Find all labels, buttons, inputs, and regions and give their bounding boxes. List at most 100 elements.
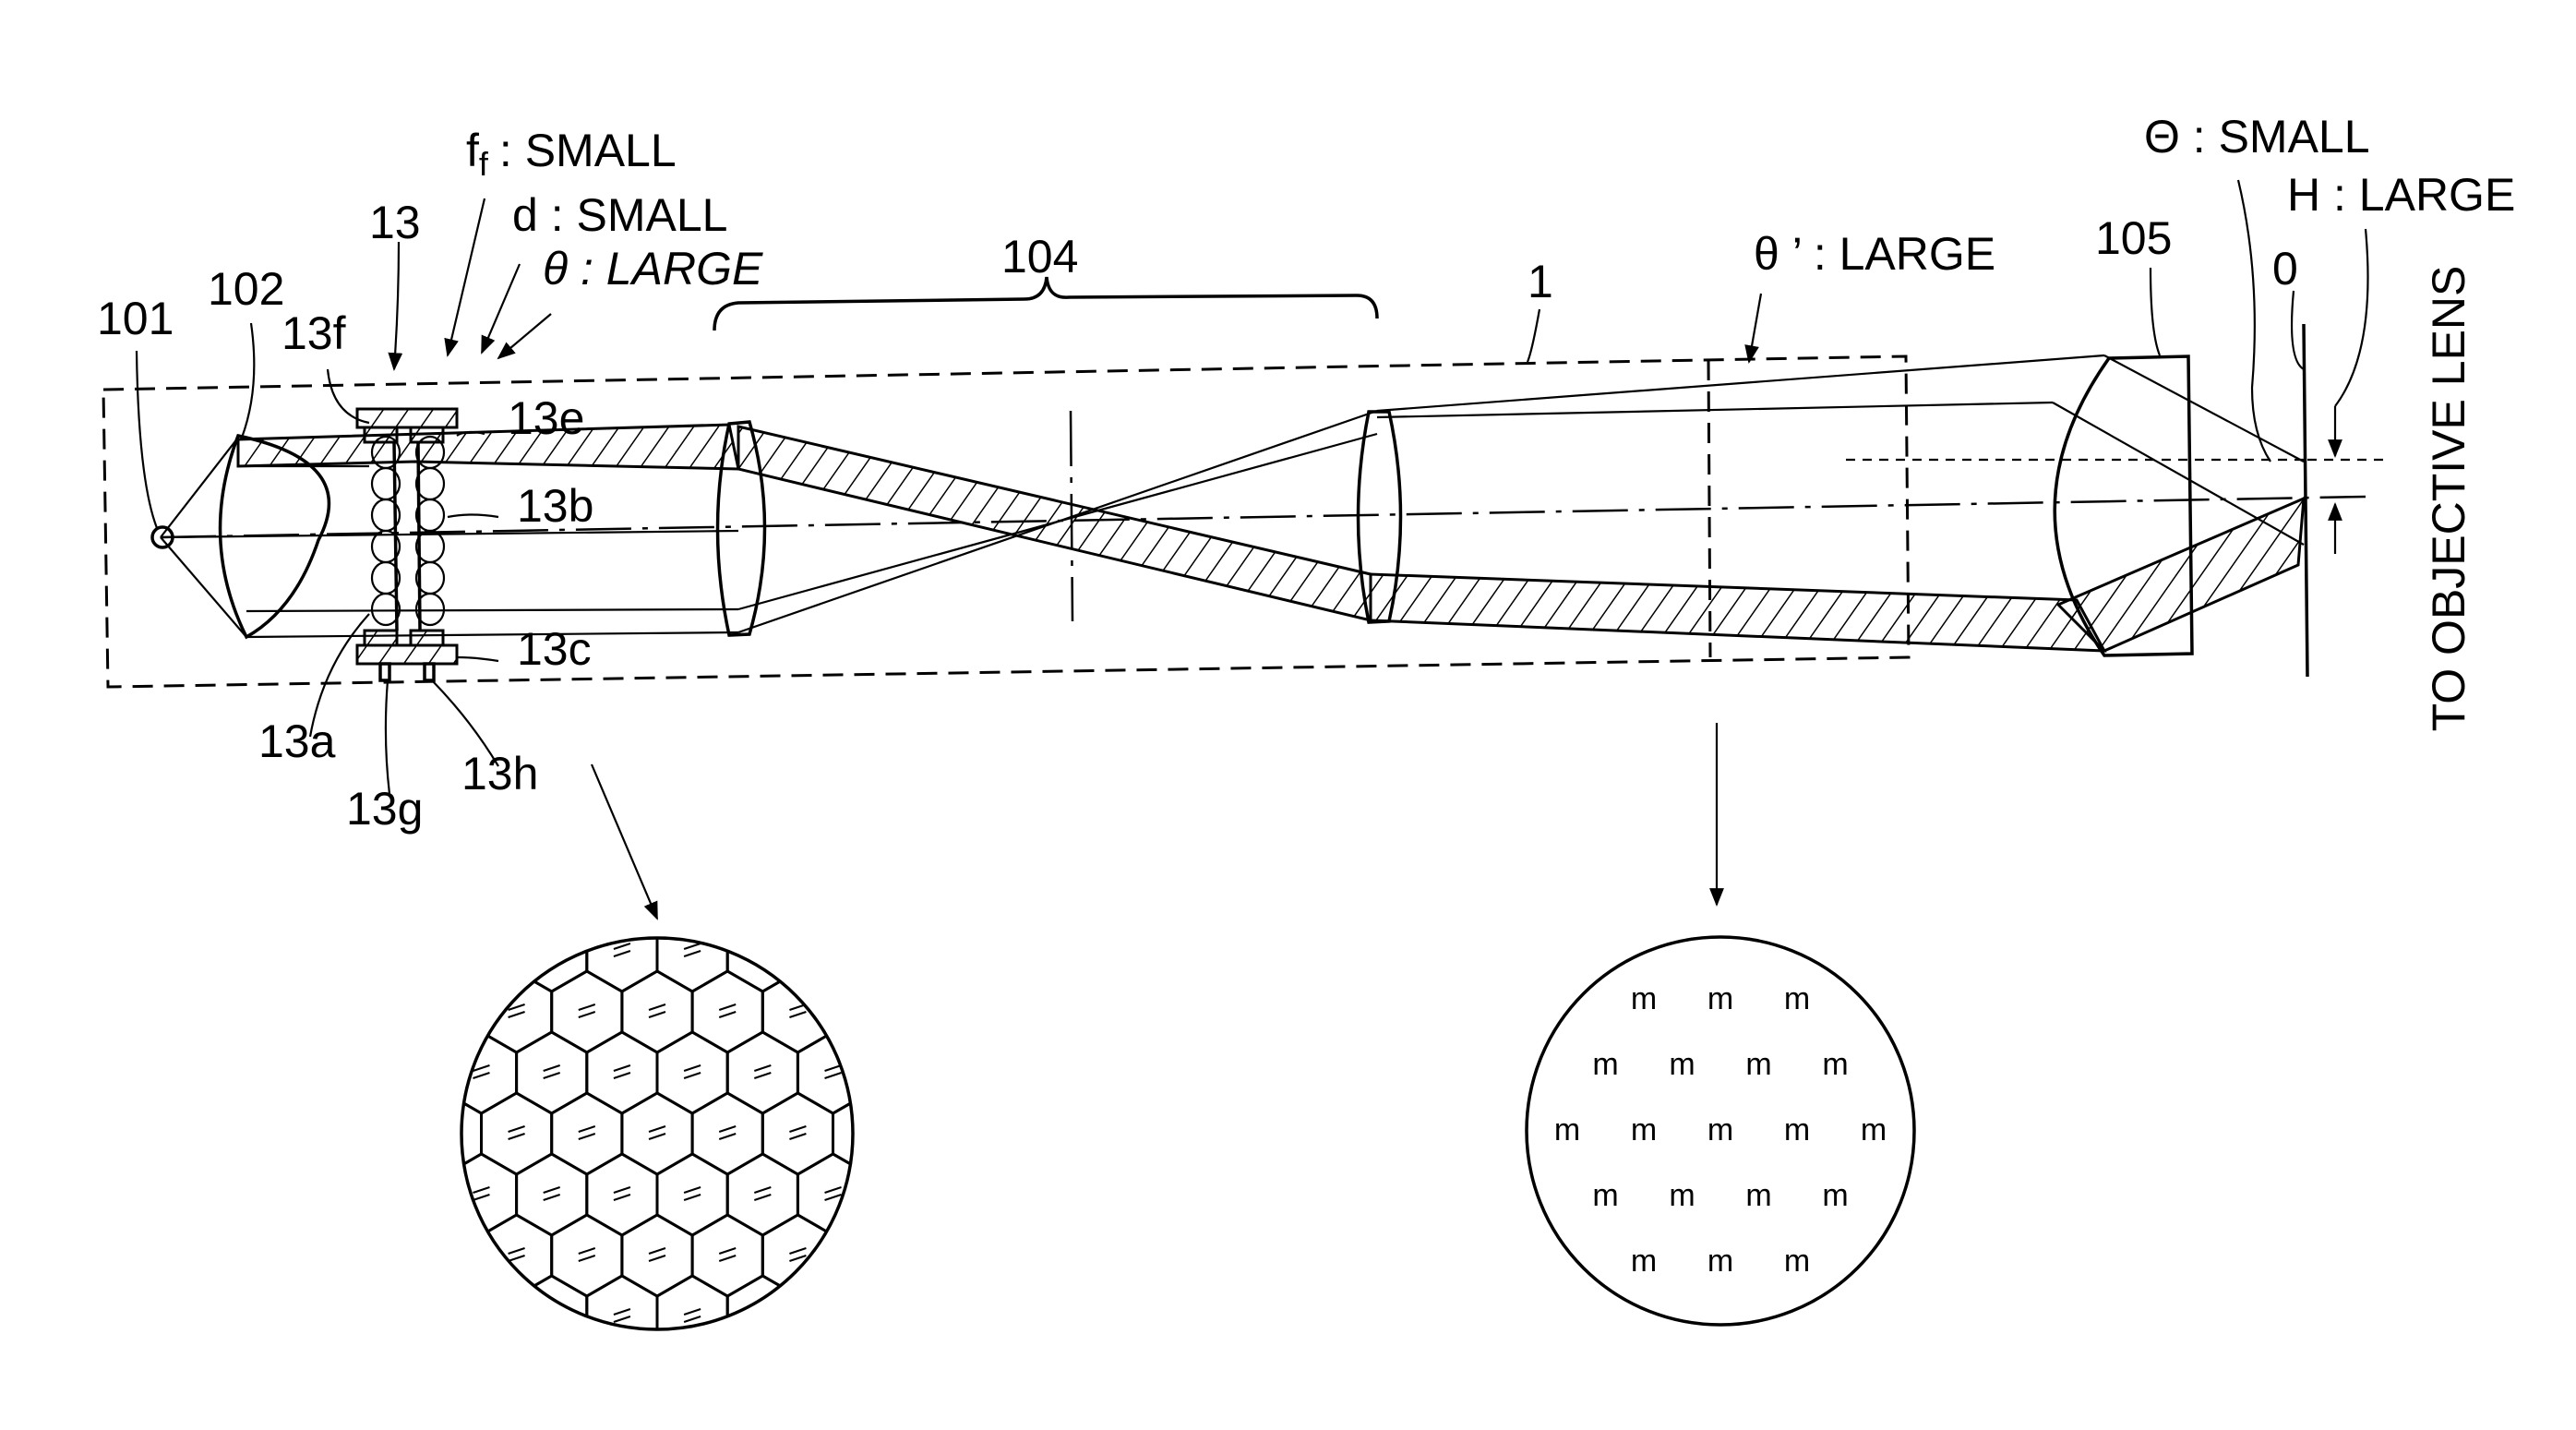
lenslet-mark	[860, 1377, 877, 1383]
lenslet-mark	[684, 1309, 701, 1315]
lenslet-mark	[860, 890, 877, 895]
hexagon-lenslet	[517, 1032, 587, 1113]
label-13a: 13a	[258, 715, 336, 767]
lenslet-mark	[509, 1370, 525, 1376]
hexagon-lenslet	[552, 849, 622, 931]
lenslet-mark	[402, 1187, 419, 1193]
hexagon-lenslet	[622, 1215, 692, 1296]
hexagon-lenslet	[552, 971, 622, 1052]
hexagon-lenslet	[482, 849, 552, 931]
label-H-large: H : LARGE	[2287, 169, 2515, 221]
label-1: 1	[1528, 256, 1553, 307]
lenslet-mark	[719, 1134, 736, 1139]
source-image-spot: m	[1861, 1112, 1887, 1148]
hexagon-lenslet	[727, 1154, 797, 1235]
hexagon-lenslet	[376, 910, 446, 991]
h-dimension-marker	[2307, 406, 2390, 554]
hexagon-lenslet	[341, 1337, 411, 1418]
label-102: 102	[208, 263, 284, 315]
lenslet-mark	[402, 1309, 419, 1315]
lenslet-mark	[649, 1370, 665, 1376]
lenslet-mark	[965, 1073, 982, 1078]
lenslet-mark	[895, 1073, 912, 1078]
hexagon-lenslet	[376, 1276, 446, 1357]
lenslet-mark	[930, 1248, 947, 1254]
hexagon-lenslet	[552, 1215, 622, 1296]
hexagon-lenslet	[341, 971, 411, 1052]
lenslet-mark	[719, 1004, 736, 1010]
lenslet-mark	[614, 1309, 630, 1315]
fly-eye-front-view	[461, 938, 853, 1329]
lenslet-mark	[789, 890, 806, 895]
lenslet-mark	[367, 1134, 384, 1139]
lenslet-mark	[367, 1256, 384, 1261]
specimen-plane	[2304, 324, 2307, 677]
lenslet-mark	[860, 1134, 877, 1139]
lenslet-mark	[860, 1256, 877, 1261]
lenslet-mark	[649, 883, 665, 888]
lenslet-mark	[684, 1195, 701, 1200]
lenslet-mark	[754, 1187, 771, 1193]
lenslet-mark	[965, 951, 982, 956]
lenslet-mark	[684, 1187, 701, 1193]
hexagon-lenslet-grid	[341, 849, 1009, 1418]
lenslet-mark	[402, 951, 419, 956]
source-image-spot: m	[1707, 1244, 1733, 1279]
lenslet-mark	[544, 1316, 560, 1322]
hexagon-lenslet	[482, 971, 552, 1052]
lenslet-mark	[754, 1195, 771, 1200]
hexagon-lenslet	[939, 1032, 1009, 1113]
lenslet-mark	[860, 1248, 877, 1254]
hexagon-lenslet	[622, 971, 692, 1052]
lenslet-mark	[473, 1073, 489, 1078]
lenslet-mark	[930, 1370, 947, 1376]
lenslet-mark	[930, 1004, 947, 1010]
hexagon-lenslet	[762, 1093, 833, 1174]
hexagon-lenslet	[517, 1276, 587, 1357]
lenslet-mark	[860, 1370, 877, 1376]
lenslet-mark	[579, 1248, 595, 1254]
optical-axis	[161, 497, 2366, 537]
lenslet-mark	[684, 1316, 701, 1322]
hexagon-lenslet	[869, 1032, 939, 1113]
lenslet-mark	[860, 1004, 877, 1010]
lenslet-mark	[509, 890, 525, 895]
hatched-beam-1	[238, 425, 738, 469]
lenslet-mark	[825, 951, 842, 956]
lenslet-mark	[649, 1126, 665, 1132]
hexagon-lenslet	[692, 1337, 762, 1418]
hexagon-lenslet	[904, 1093, 974, 1174]
lenslet-mark	[437, 883, 454, 888]
source-image-spot: m	[1784, 1244, 1810, 1279]
source-image-spot: m	[1745, 1047, 1771, 1082]
hexagon-lenslet	[622, 1337, 692, 1418]
lenslet-mark	[754, 1065, 771, 1071]
lenslet-mark	[437, 890, 454, 895]
source-image-spot: m	[1822, 1178, 1848, 1213]
lenslet-mark	[860, 1126, 877, 1132]
lenslet-mark	[367, 1248, 384, 1254]
lenslet-mark	[684, 943, 701, 949]
lenslet-mark	[437, 1004, 454, 1010]
lenslet-mark	[719, 1370, 736, 1376]
lenslet-mark	[649, 1377, 665, 1383]
leader-lines	[137, 180, 2368, 794]
source-image-spot: m	[1669, 1047, 1695, 1082]
hexagon-lenslet	[692, 971, 762, 1052]
lenslet-mark	[895, 1309, 912, 1315]
hexagon-lenslet	[587, 1032, 657, 1113]
hexagon-lenslet	[833, 1337, 904, 1418]
source-image-spot: m	[1784, 1112, 1810, 1148]
lenslet-mark	[649, 1248, 665, 1254]
source-image-spot: m	[1631, 1112, 1657, 1148]
lenslet-mark	[473, 951, 489, 956]
lenslet-mark	[579, 890, 595, 895]
lenslet-mark	[473, 1316, 489, 1322]
hexagon-lenslet	[762, 1215, 833, 1296]
label-ff-small: ff: SMALL	[466, 125, 677, 183]
hexagon-lenslet	[833, 1215, 904, 1296]
lenslet-mark	[402, 943, 419, 949]
lenslet-mark	[614, 943, 630, 949]
hexagon-lenslet	[939, 910, 1009, 991]
